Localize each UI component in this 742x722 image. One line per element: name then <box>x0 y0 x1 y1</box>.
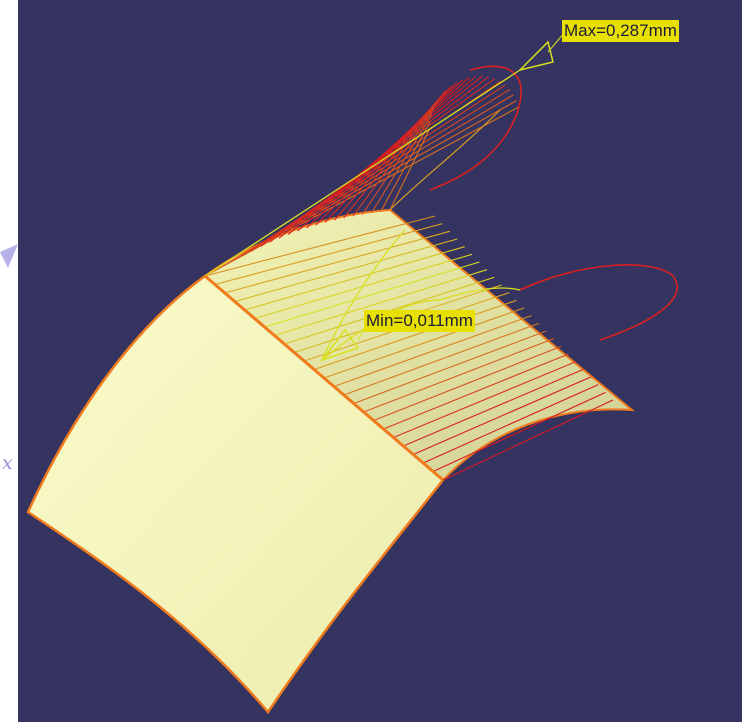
deviation-hatch <box>204 65 678 481</box>
hatch-line <box>432 391 606 472</box>
triangle-marker-icon <box>517 40 554 72</box>
hatch-line <box>353 330 547 405</box>
max-deviation-label[interactable]: Max=0,287mm <box>562 20 679 42</box>
hatch-line <box>306 79 464 229</box>
hatch-line <box>373 345 562 422</box>
hatch-line <box>383 353 569 430</box>
deviation-envelope-lower <box>519 264 678 341</box>
hatch-line <box>264 261 480 328</box>
hatch-line <box>204 106 519 277</box>
min-normal-curve <box>321 229 406 361</box>
triangle-marker-icon <box>319 328 360 362</box>
hatch-line <box>403 368 584 447</box>
hatch-line <box>204 215 436 277</box>
hatch-line <box>363 338 554 413</box>
hatch-line <box>274 269 488 337</box>
hatch-line <box>343 322 540 396</box>
deviation-envelope-upper <box>429 65 522 191</box>
hatch-line <box>413 376 591 456</box>
hatch-line <box>442 399 614 481</box>
hatch-line <box>297 77 470 232</box>
hatch-line <box>352 101 438 217</box>
hatch-line <box>244 246 465 311</box>
deviation-envelope-upper-inner <box>389 109 501 211</box>
front-surface-patch <box>26 274 445 715</box>
axis-x-label: x <box>2 452 13 474</box>
hatch-line <box>380 121 431 212</box>
axis-triad-fragment <box>0 244 18 268</box>
hatch-line <box>422 384 599 464</box>
hatch-line <box>333 315 532 388</box>
hatch-line <box>361 107 435 215</box>
hatch-line <box>214 223 443 286</box>
hatch-line <box>313 299 517 371</box>
hatch-line <box>224 230 450 294</box>
max-normal-line <box>204 69 521 277</box>
common-edge <box>204 274 444 482</box>
deviation-envelope-lower-inner <box>439 287 521 301</box>
min-deviation-label[interactable]: Min=0,011mm <box>364 310 475 332</box>
hatch-line <box>343 96 442 219</box>
hatch-line <box>393 361 577 439</box>
hatch-line <box>389 127 431 211</box>
hatch-line <box>371 114 433 214</box>
hatch-line <box>323 307 525 379</box>
hatch-line <box>234 238 458 303</box>
